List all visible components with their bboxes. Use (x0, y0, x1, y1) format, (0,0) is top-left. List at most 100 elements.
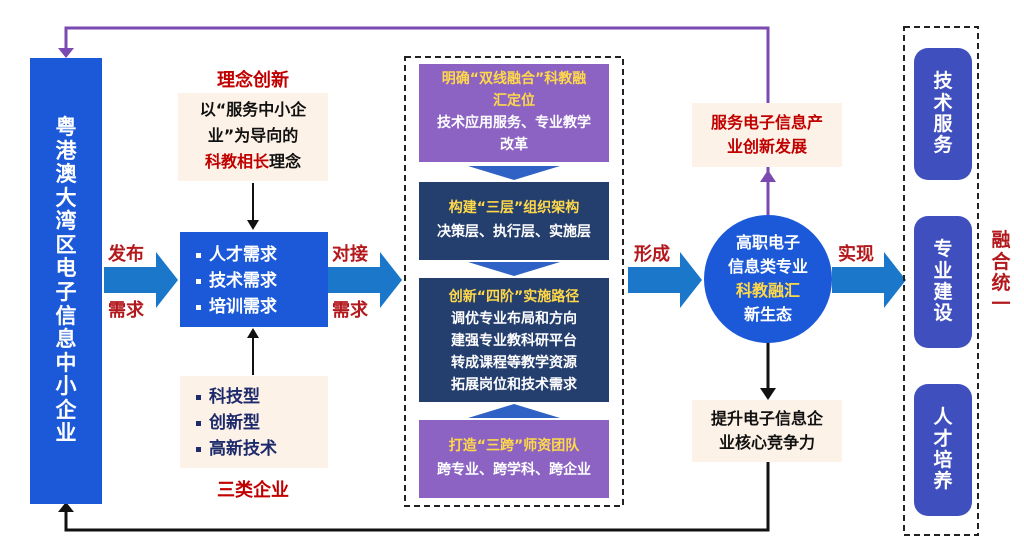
structure-body: 决策层、执行层、实施层 (437, 224, 591, 240)
circle-line-1: 高职电子 (735, 233, 800, 252)
feedback-line-bottom (64, 460, 770, 532)
left-panel-char: 粤 (55, 115, 77, 140)
type-item: 高新技术 (196, 436, 328, 462)
enterprise-types-label: 三类企业 (217, 480, 289, 501)
right-item-tech-service: 技 术 服 务 (914, 48, 972, 180)
right-item-char: 建 (933, 281, 953, 303)
flow-arrow-publish (104, 252, 178, 308)
types-to-needs-arrowhead (247, 328, 259, 338)
right-item-major-building: 专 业 建 设 (914, 216, 972, 348)
type-item: 创新型 (196, 410, 328, 436)
right-item-char: 服 (933, 113, 953, 135)
right-item-char: 设 (933, 302, 953, 325)
chevron-1 (468, 166, 560, 180)
upper-result-box: 服务电子信息产 业创新发展 (692, 103, 842, 167)
circle-to-upper-arrowhead (760, 170, 776, 182)
right-item-char: 养 (933, 470, 953, 493)
left-panel-char: 港 (55, 138, 77, 163)
unity-char: 一 (991, 293, 1011, 316)
flow-arrow-form (628, 252, 702, 308)
right-item-char: 技 (933, 70, 953, 93)
left-panel-char: 小 (55, 374, 77, 399)
unity-char: 融 (991, 229, 1011, 252)
concept-title: 理念创新 (217, 70, 289, 91)
bullet-icon (196, 304, 201, 310)
label-form: 形成 (634, 244, 670, 265)
right-item-char: 术 (933, 91, 953, 114)
path-item: 建强专业教科研平台 (451, 333, 577, 349)
left-panel-char: 澳 (55, 162, 77, 187)
paths-title: 创新“四阶”实施路径 (448, 289, 580, 305)
structure-box: 构建“三层”组织架构 决策层、执行层、实施层 (419, 182, 609, 260)
right-item-char: 业 (933, 259, 953, 282)
circle-line-2: 信息类专业 (727, 257, 808, 276)
right-group-frame (903, 26, 979, 536)
concept-highlight: 科教相长 (204, 152, 269, 171)
right-item-char: 人 (933, 406, 953, 429)
concept-to-needs-arrowhead (247, 220, 259, 230)
concept-tail: 理念 (269, 152, 302, 171)
need-item: 培训需求 (196, 294, 328, 320)
path-item: 转成课程等教学资源 (451, 355, 577, 371)
ecosystem-circle: 高职电子 信息类专业 科教融汇 新生态 (704, 215, 832, 343)
unity-label: 融 合 统 一 (984, 218, 1018, 328)
left-panel-char: 区 (55, 232, 77, 257)
circle-to-lower-arrowhead (760, 388, 776, 400)
left-panel-char: 湾 (55, 209, 77, 234)
structure-title: 构建“三层”组织架构 (448, 200, 580, 216)
unity-char: 统 (991, 272, 1011, 294)
positioning-line-4: 改革 (500, 137, 528, 153)
needs-box: 人才需求 技术需求 培训需求 (180, 232, 328, 327)
right-item-char: 才 (933, 427, 953, 450)
chevron-3 (468, 404, 560, 418)
need-item: 人才需求 (196, 242, 328, 268)
upper-result-line-1: 服务电子信息产 (710, 113, 823, 132)
positioning-box: 明确“双线融合”科教融 汇定位 技术应用服务、专业教学 改革 (419, 64, 609, 162)
lower-result-line-2: 业核心竞争力 (718, 433, 815, 452)
lower-result-line-1: 提升电子信息企 (710, 409, 823, 428)
feedback-arrowhead-bottom (58, 502, 74, 512)
left-panel-char: 中 (55, 350, 77, 375)
circle-line-3: 科教融汇 (735, 281, 800, 300)
concept-box: 以“服务中小企 业”为导向的 科教相长理念 (178, 93, 328, 181)
lower-result-box: 提升电子信息企 业核心竞争力 (692, 400, 842, 462)
left-panel-char: 子 (55, 280, 77, 304)
left-panel-char: 息 (55, 327, 77, 352)
left-panel-char: 大 (55, 185, 77, 210)
right-item-talent-training: 人 才 培 养 (914, 384, 972, 516)
bullet-icon (196, 394, 201, 400)
flow-arrow-realize (832, 252, 906, 308)
concept-line-2: 业”为导向的 (207, 126, 299, 145)
center-group-frame (404, 56, 624, 507)
left-panel-char: 企 (55, 397, 77, 422)
label-connect-needs: 需求 (332, 300, 368, 321)
feedback-arrowhead-top (58, 48, 74, 58)
enterprise-types-box: 科技型 创新型 高新技术 (180, 376, 328, 468)
label-realize: 实现 (838, 244, 874, 265)
bullet-icon (196, 278, 201, 284)
bullet-icon (196, 446, 201, 452)
chevron-2 (468, 262, 560, 276)
feedback-line-top (64, 26, 770, 265)
concept-line-3: 科教相长理念 (178, 149, 328, 175)
positioning-line-1: 明确“双线融合”科教融 (441, 71, 587, 87)
path-item: 拓展岗位和技术需求 (451, 377, 577, 393)
right-item-char: 务 (933, 134, 953, 157)
bullet-icon (196, 252, 201, 258)
flow-arrow-connect (328, 252, 402, 308)
left-panel-char: 信 (55, 303, 77, 328)
right-item-char: 专 (933, 238, 953, 261)
team-title: 打造“三跨”师资团队 (448, 438, 580, 454)
team-box: 打造“三跨”师资团队 跨专业、跨学科、跨企业 (419, 420, 609, 498)
bullet-icon (196, 420, 201, 426)
right-item-char: 培 (933, 449, 953, 471)
path-item: 调优专业布局和方向 (451, 311, 577, 327)
circle-line-4: 新生态 (743, 305, 792, 324)
label-publish: 发布 (108, 244, 144, 265)
type-item: 科技型 (196, 384, 328, 410)
left-panel-gba-smes: 粤 港 澳 大 湾 区 电 子 信 息 中 小 企 业 (30, 58, 102, 504)
left-panel-char: 电 (55, 256, 77, 281)
need-item: 技术需求 (196, 268, 328, 294)
left-panel-char: 业 (55, 421, 77, 446)
